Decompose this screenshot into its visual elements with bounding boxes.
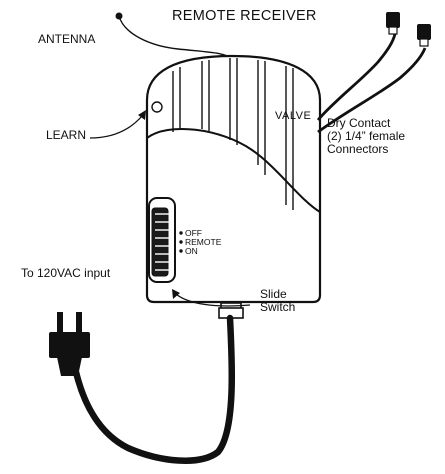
switch-dot-remote <box>179 240 183 244</box>
antenna-label: ANTENNA <box>38 32 95 46</box>
power-cord <box>72 314 236 464</box>
slide-switch <box>148 197 183 283</box>
learn-arrow <box>89 110 146 139</box>
connector-2 <box>417 24 431 40</box>
switch-position-remote: REMOTE <box>185 237 222 247</box>
switch-dot-on <box>179 249 183 253</box>
learn-label: LEARN <box>46 128 86 142</box>
learn-button <box>151 101 163 113</box>
slide-switch-label-1: Slide <box>260 287 287 301</box>
diagram-title: REMOTE RECEIVER <box>172 8 317 24</box>
dry-contact-line-3: Connectors <box>327 142 388 156</box>
switch-dot-off <box>179 231 183 235</box>
connector-1 <box>386 12 400 28</box>
valve-label: VALVE <box>275 110 311 122</box>
housing-ribs <box>172 58 294 210</box>
antenna-wire <box>115 12 235 61</box>
switch-position-on: ON <box>185 246 198 256</box>
dry-contact-line-1: Dry Contact <box>327 116 391 130</box>
receiver-housing <box>145 54 322 319</box>
power-input-label: To 120VAC input <box>21 266 111 280</box>
slide-switch-label-2: Switch <box>260 300 295 314</box>
slide-switch-arrow <box>172 289 251 307</box>
dry-contact-line-2: (2) 1/4” female <box>327 129 405 143</box>
switch-position-off: OFF <box>185 228 202 238</box>
power-plug <box>49 312 90 376</box>
valve-connectors <box>316 12 431 134</box>
